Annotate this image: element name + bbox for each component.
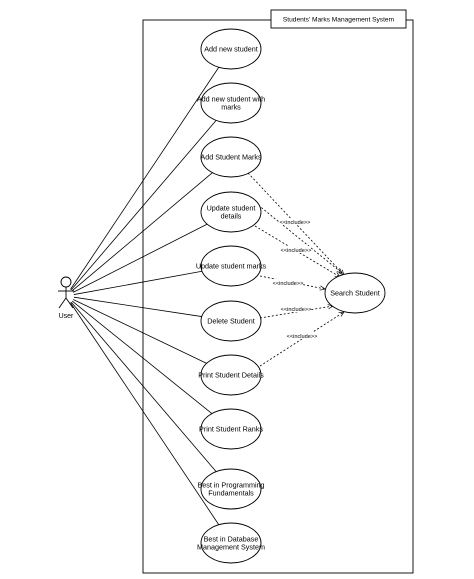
association-best-in-programming-fundamentals: [70, 301, 217, 472]
use-case-label: Update student marks: [196, 262, 267, 271]
use-case-label: Add new student with: [197, 95, 265, 104]
use-case-label: Print Student Ranks: [199, 425, 263, 434]
include-label-bg: [273, 279, 303, 286]
association-add-new-student-with-marks: [70, 120, 217, 291]
use-case-ellipse: [200, 300, 262, 342]
include-label: <<include>>: [280, 220, 311, 226]
use-case-label: Best in Database: [204, 535, 259, 544]
system-title-box: [270, 9, 407, 29]
use-case-label: Update student: [207, 204, 256, 213]
include-label: <<include>>: [273, 281, 304, 287]
include-label-bg: [280, 218, 310, 225]
use-case-label: Management System: [197, 543, 265, 552]
actor-left-leg: [58, 297, 67, 309]
use-case-label: Add Student Marks: [200, 153, 262, 162]
include-label-bg: [281, 305, 311, 312]
association-add-new-student: [70, 67, 220, 290]
use-case-label: Best in Programming: [197, 481, 264, 490]
include-label: <<include>>: [287, 334, 318, 340]
use-case-label: details: [221, 212, 242, 221]
associations: [70, 67, 220, 525]
use-case-search-student[interactable]: Search Student: [324, 272, 386, 314]
include-label-bg: [287, 332, 317, 339]
use-case-print-student-ranks[interactable]: Print Student Ranks: [199, 408, 263, 450]
association-print-student-details: [73, 299, 207, 364]
use-case-update-student-marks[interactable]: Update student marks: [196, 245, 267, 287]
association-best-in-database-management-system: [70, 302, 220, 525]
actor-label: User: [59, 313, 74, 320]
include-arrow-update-student-details: [251, 199, 342, 273]
use-case-delete-student[interactable]: Delete Student: [200, 300, 262, 342]
include-label: <<include>>: [281, 248, 312, 254]
user-actor[interactable]: User: [58, 276, 74, 320]
use-case-ellipse: [200, 354, 262, 396]
use-case-ellipse: [200, 191, 262, 233]
include-label-bg: [281, 246, 311, 253]
association-update-student-details: [72, 223, 208, 293]
use-case-label: Add new student: [204, 45, 258, 54]
actor-right-leg: [65, 297, 74, 309]
use-case-label: Print Student Details: [198, 371, 264, 380]
use-case-ellipse: [200, 408, 262, 450]
use-case-ellipse: [200, 82, 262, 124]
system-title: Students' Marks Management System: [283, 17, 395, 24]
use-case-label: Fundamentals: [208, 489, 254, 498]
use-case-add-student-marks[interactable]: Add Student Marks: [200, 136, 262, 178]
use-case-print-student-details[interactable]: Print Student Details: [198, 354, 264, 396]
actor-head: [60, 276, 72, 288]
use-case-label: Delete Student: [207, 317, 255, 326]
use-case-ellipse: [324, 272, 386, 314]
use-case-add-new-student[interactable]: Add new student: [200, 28, 262, 70]
association-update-student-marks: [73, 270, 203, 295]
use-case-label: marks: [221, 103, 241, 112]
association-print-student-ranks: [71, 300, 213, 414]
use-case-ellipse: [200, 468, 262, 510]
use-case-ellipse: [200, 245, 262, 287]
use-case-ellipse: [200, 28, 262, 70]
use-case-label: Search Student: [330, 289, 380, 298]
use-case-ellipse: [200, 136, 262, 178]
association-delete-student: [73, 296, 202, 317]
use-case-ellipse: [200, 522, 262, 564]
association-add-student-marks: [71, 172, 213, 292]
include-label: <<include>>: [281, 307, 312, 313]
include-relationships: <<include>> <<include>> <<include>> <<inclu…: [247, 172, 344, 367]
include-arrow-add-student-marks: [247, 172, 344, 275]
